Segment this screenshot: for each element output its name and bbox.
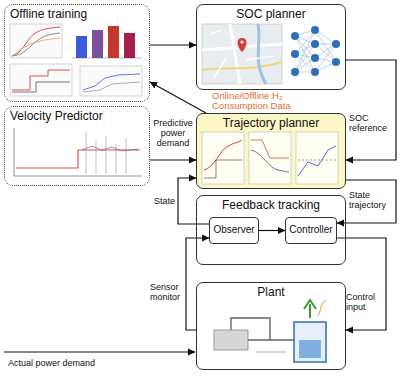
node-title: Trajectory planner xyxy=(197,116,345,130)
node-title: Plant xyxy=(197,285,345,299)
node-title: Feedback tracking xyxy=(197,198,345,212)
tracking-box: Feedback trackingObserver Controller xyxy=(196,195,346,265)
dotted-module-box: Velocity Predictor xyxy=(4,106,150,186)
flow-arrow xyxy=(346,60,396,160)
flow-arrow xyxy=(150,82,206,113)
node-title: Offline training xyxy=(5,7,149,21)
edge-label: State xyxy=(146,196,175,206)
input-label: Actual power demand xyxy=(8,358,158,368)
power-demand-wire xyxy=(4,351,195,352)
controller-box: Controller xyxy=(285,217,337,244)
flow-arrow xyxy=(186,238,209,330)
dotted-module-box: Offline training xyxy=(4,4,150,102)
edge-label: SOC reference xyxy=(349,113,394,133)
planner-box: SOC planner xyxy=(196,4,346,90)
training-bar-chart xyxy=(72,26,142,58)
node-title: SOC planner xyxy=(197,7,345,21)
node-title: Controller xyxy=(286,224,336,236)
training-line-chart xyxy=(10,24,62,58)
flow-arrow xyxy=(150,44,196,45)
node-title: Velocity Predictor xyxy=(5,109,149,123)
highlight-box: Trajectory planner xyxy=(196,113,346,189)
node-title: Observer xyxy=(210,224,258,236)
plant-illustration xyxy=(214,300,326,362)
edge-label: Sensor monitor xyxy=(150,282,184,302)
velocity-chart xyxy=(14,128,142,176)
plant-box: Plant xyxy=(196,282,346,370)
route-map xyxy=(202,24,282,84)
flow-arrow xyxy=(259,230,285,231)
edge-label: Predictive power demand xyxy=(151,118,195,148)
flow-arrow xyxy=(150,159,196,160)
flow-arrow xyxy=(337,238,386,330)
observer-box: Observer xyxy=(209,217,259,244)
training-step-chart xyxy=(10,64,142,96)
edge-label: State trajectory xyxy=(349,190,394,210)
trajectory-plots xyxy=(202,132,338,184)
neural-network xyxy=(291,26,340,76)
data-flow-note: Online/Offline H₂ Consumption Data xyxy=(212,91,322,111)
edge-label: Control input xyxy=(346,292,384,312)
